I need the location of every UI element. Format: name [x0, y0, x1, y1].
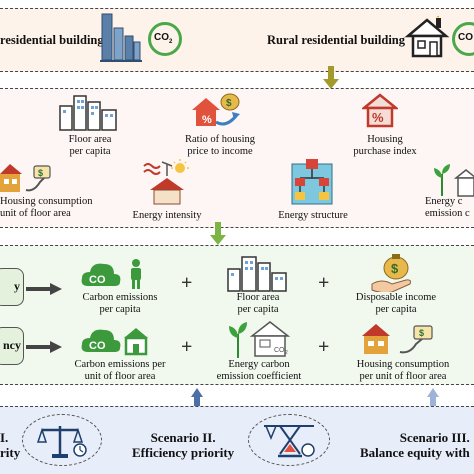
co2-cloud-person-icon: CO: [81, 259, 141, 289]
energy-structure-icon: [291, 159, 333, 205]
down-arrow-olive: [323, 66, 339, 89]
scenario-three-label: Scenario III.Balance equity with: [360, 430, 470, 460]
row2-arrow: [26, 341, 62, 353]
city-buildings-icon: [59, 95, 117, 131]
red-house-hand-icon: $: [0, 164, 51, 192]
house-price-money-icon: % $: [192, 93, 240, 126]
energy-house-icon: [143, 159, 189, 205]
rural-house-icon: [404, 16, 450, 58]
svg-text:$: $: [391, 261, 399, 276]
urban-building-label: residential building: [0, 33, 104, 47]
svg-text:2: 2: [285, 350, 288, 356]
plus-sign: +: [318, 272, 330, 294]
co2-cloud-house-icon: CO: [81, 328, 148, 356]
row2-left-box: ncy: [0, 327, 24, 365]
urban-building-icon: [100, 13, 142, 62]
energy-structure-label: Energy structure: [278, 210, 348, 221]
red-house-hand-icon: $: [362, 324, 433, 354]
co2-cycle-icon-left: CO2: [148, 22, 182, 56]
scenario-one-label: I.rity: [0, 430, 21, 460]
down-arrow-green: [210, 222, 226, 245]
rural-building-label: Rural residential building: [267, 33, 405, 47]
up-arrow-blue: [191, 388, 203, 410]
scale-icon-frame: [22, 414, 102, 466]
city-buildings-icon: [227, 256, 287, 292]
hourglass-icon-frame: [248, 414, 330, 466]
svg-text:%: %: [202, 114, 212, 126]
balance-scale-icon: [36, 426, 87, 458]
svg-text:%: %: [372, 110, 384, 125]
plant-house-co2-icon: CO 2: [229, 321, 291, 358]
money-bag-hand-icon: $: [371, 254, 411, 292]
hourglass-scale-icon: [264, 425, 315, 458]
house-percent-icon: %: [362, 93, 398, 128]
energy-intensity-label: Energy intensity: [132, 210, 202, 221]
svg-text:CO: CO: [274, 347, 285, 354]
svg-text:$: $: [226, 98, 232, 109]
plus-sign: +: [318, 336, 330, 358]
row1-left-box: y: [0, 268, 24, 306]
up-arrow-light-blue: [427, 388, 439, 410]
row1-arrow: [26, 283, 62, 295]
svg-text:$: $: [419, 328, 424, 338]
scenario-two-label: Scenario II.Efficiency priority: [132, 430, 235, 460]
top-panel: [0, 8, 474, 72]
plant-house-icon: [434, 164, 474, 197]
plus-sign: +: [181, 336, 193, 358]
svg-text:CO: CO: [89, 274, 106, 286]
svg-text:$: $: [38, 168, 43, 178]
svg-text:CO: CO: [89, 340, 106, 352]
co2-cycle-icon-right: CO: [452, 22, 474, 56]
plus-sign: +: [181, 272, 193, 294]
